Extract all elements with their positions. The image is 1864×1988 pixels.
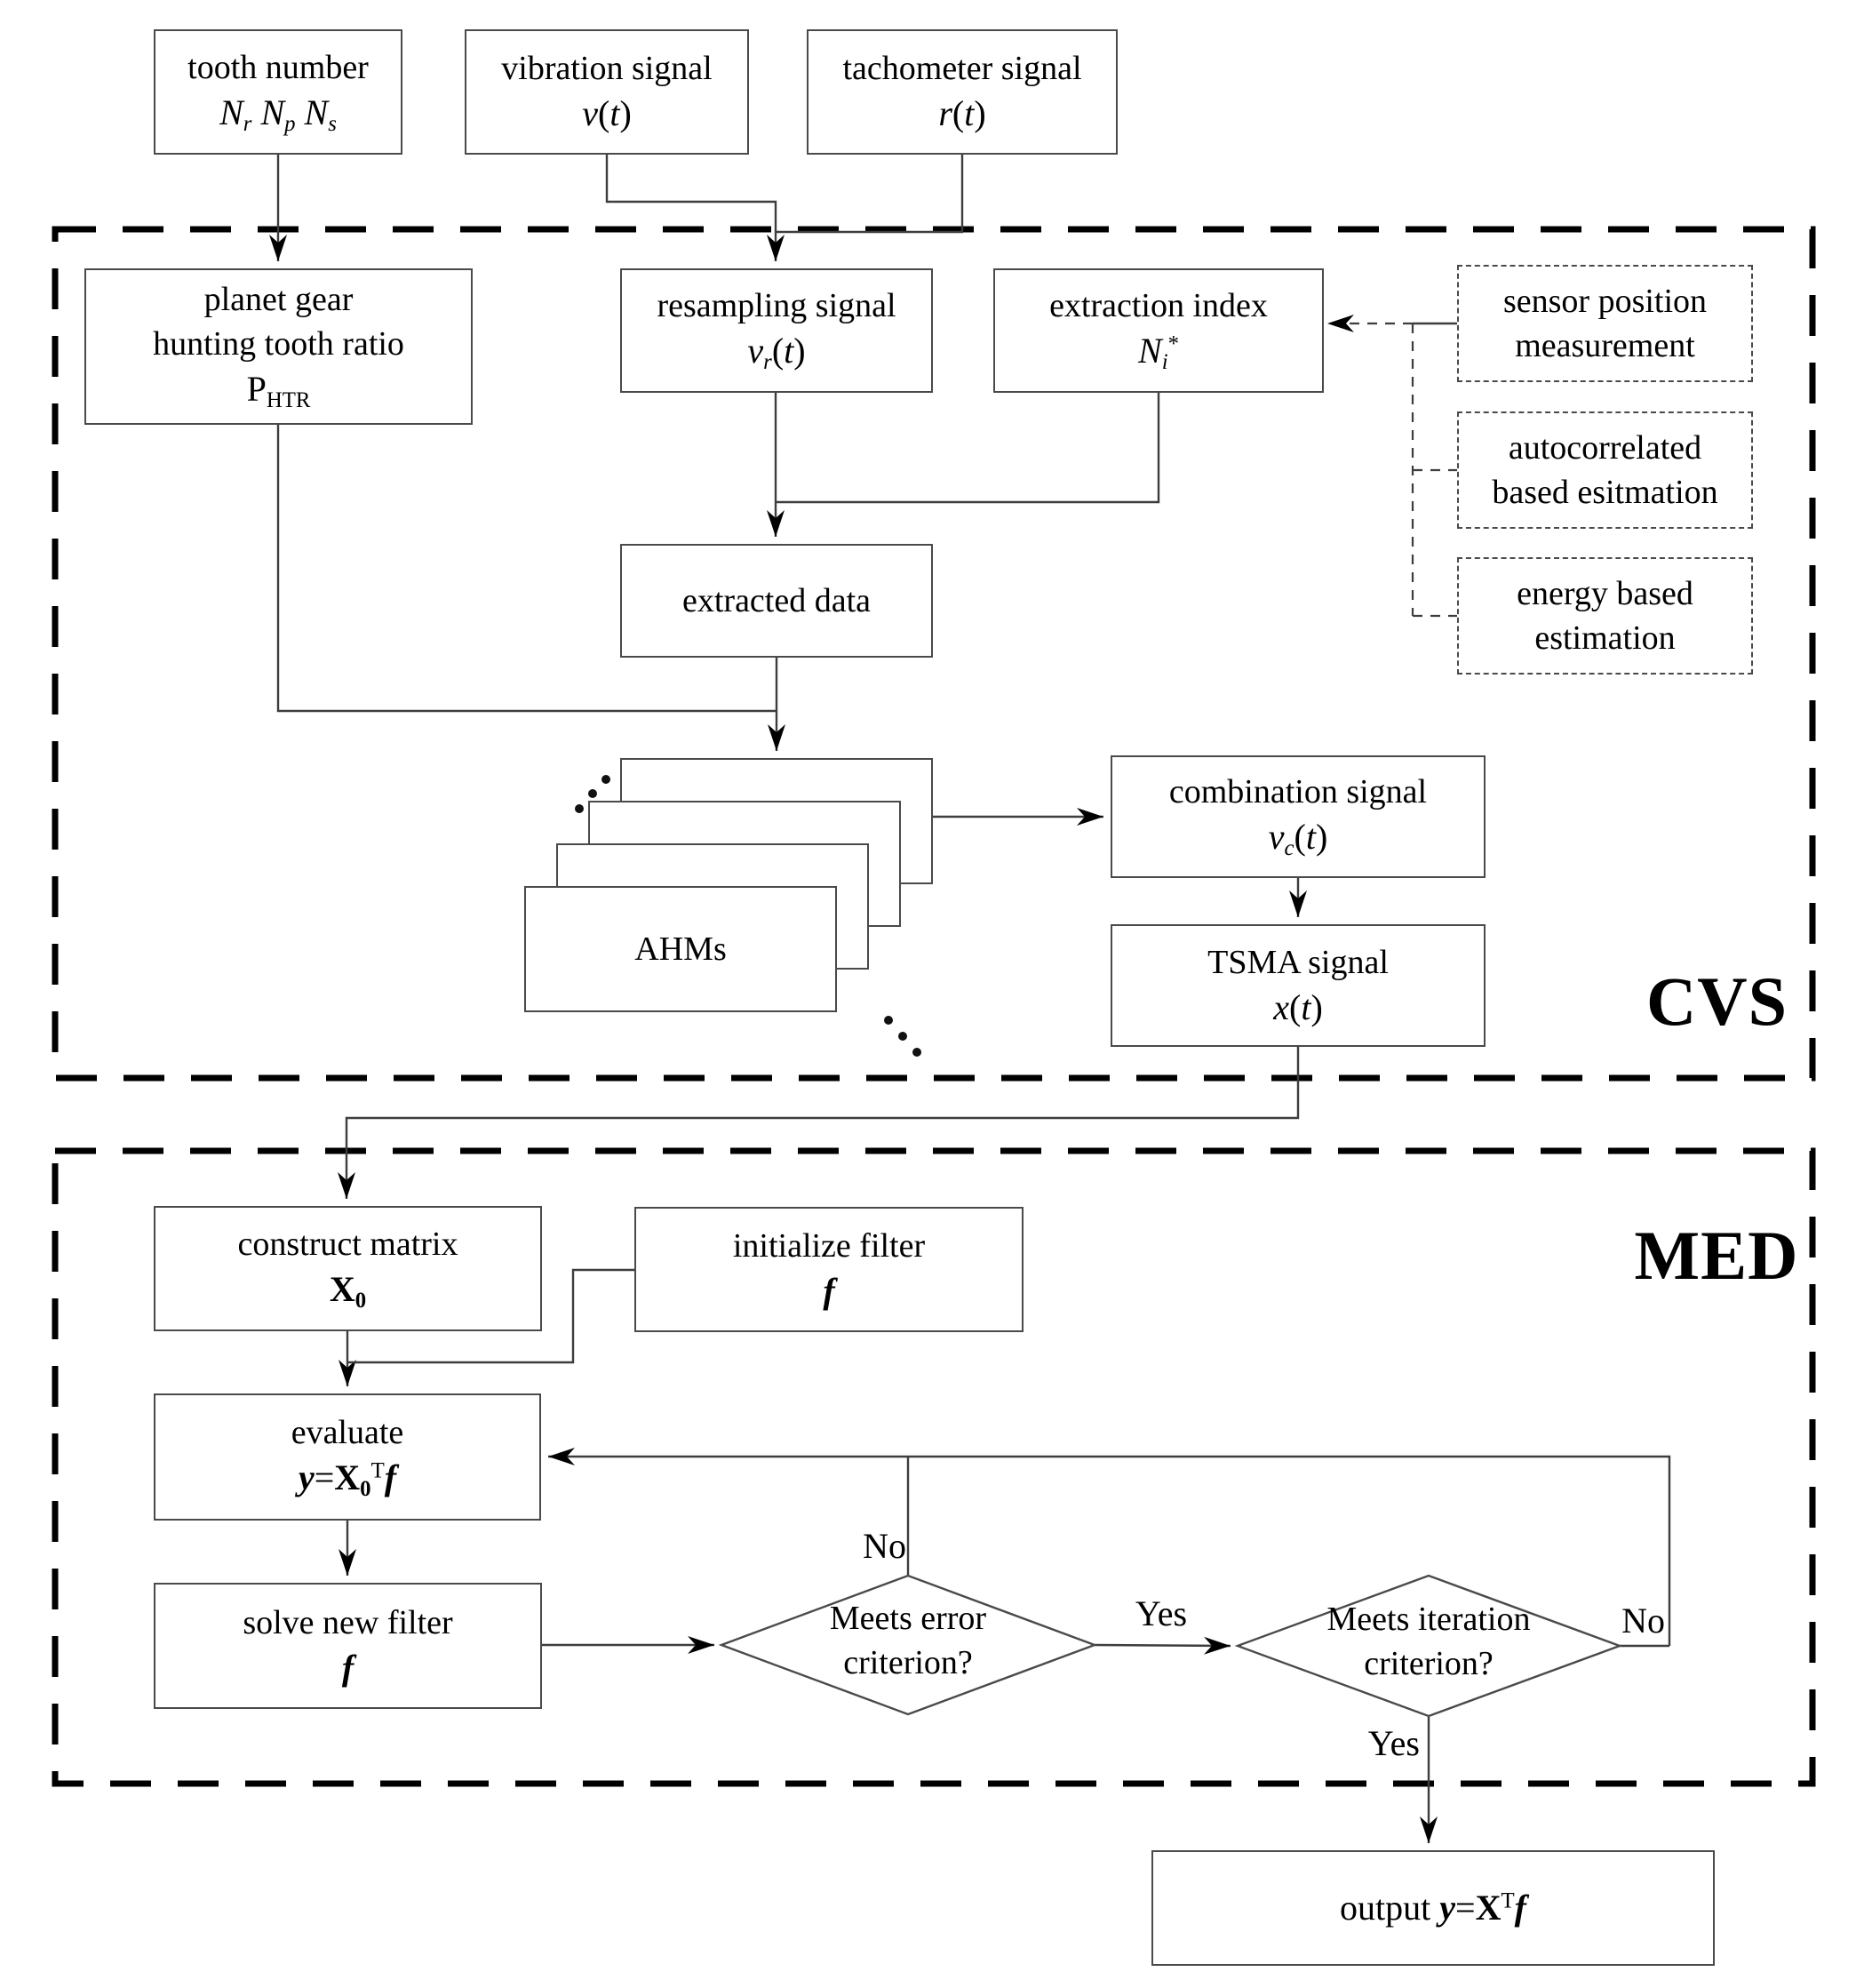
node-label: extracted data [681,581,872,619]
node-formula: y=X0Tf [298,1457,397,1501]
ahms-ellipsis-top-left [575,775,610,813]
node-initialize-filter: initialize filter f [634,1207,1024,1332]
cvs-section-label: CVS [1645,962,1788,1040]
node-construct-matrix: construct matrix X0 [154,1206,542,1331]
node-combination-signal: combination signal vc(t) [1111,755,1486,878]
node-tooth-number: tooth number Nr Np Ns [154,29,402,155]
node-tsma-signal: TSMA signal x(t) [1111,924,1486,1047]
node-label: AHMs [634,930,727,968]
edge-tsma-to-construct [338,1047,1300,1199]
node-formula: vc(t) [1268,817,1328,861]
node-solve-new-filter: solve new filter f [154,1583,542,1709]
iteration-criterion-text: Meets iteration criterion? [1251,1597,1606,1686]
node-tachometer-signal: tachometer signal r(t) [807,29,1118,155]
node-label: vibration signal [501,50,713,88]
node-label: Meets iteration [1326,1601,1531,1638]
node-planet-gear-htr: planet gear hunting tooth ratio PHTR [84,268,473,425]
node-label: extraction index [1049,287,1268,325]
node-label: evaluate [291,1413,404,1451]
edge-tachometer-join [777,155,964,234]
node-label: autocorrelated [1508,428,1702,467]
edge-initialize-join [347,1268,634,1364]
node-label: TSMA signal [1207,943,1389,981]
node-formula: vr(t) [747,331,806,375]
node-label: criterion? [1364,1645,1494,1683]
node-resampling-signal: resampling signal vr(t) [620,268,933,393]
node-label: tachometer signal [842,50,1082,88]
node-label: resampling signal [657,287,896,325]
node-evaluate: evaluate y=X0Tf [154,1393,541,1521]
node-formula: f [823,1271,835,1312]
error-criterion-text: Meets error criterion? [730,1596,1086,1685]
node-label: combination signal [1168,773,1428,811]
node-label: planet gear [203,281,354,319]
node-label: energy based [1517,574,1693,612]
node-label: solve new filter [243,1603,453,1641]
error-criterion-diamond [718,1574,1098,1716]
edge-label-yes-error: Yes [1135,1593,1188,1633]
node-label: estimation [1534,619,1676,657]
iteration-criterion-diamond [1234,1574,1623,1718]
node-label: hunting tooth ratio [153,325,404,363]
node-autocorrelated-estimation: autocorrelated based esitmation [1457,411,1753,529]
node-sensor-position-measurement: sensor position measurement [1457,265,1753,382]
node-extracted-data: extracted data [620,544,933,658]
node-extraction-index: extraction index Ni* [993,268,1324,393]
node-formula: output y=XTf [1340,1887,1526,1928]
node-formula: r(t) [938,93,986,134]
node-label: criterion? [843,1644,973,1682]
med-section-label: MED [1634,1217,1799,1294]
node-label: based esitmation [1492,474,1718,511]
edge-planet-join [276,425,776,713]
node-formula: f [341,1647,354,1688]
cvs-section-border [52,226,1816,1082]
node-formula: X0 [329,1268,367,1313]
edge-return-to-evaluate [548,1448,1671,1646]
med-section-border [52,1147,1816,1787]
node-energy-based-estimation: energy based estimation [1457,557,1753,675]
edge-label-no-error: No [863,1526,906,1566]
edge-extraction-join [777,393,1160,504]
node-formula: PHTR [246,369,311,413]
edge-vibration-to-resampling [605,155,785,261]
node-label: sensor position [1502,282,1708,320]
node-vibration-signal: vibration signal v(t) [465,29,749,155]
node-formula: v(t) [582,93,632,134]
node-label: initialize filter [732,1227,926,1265]
node-formula: Nr Np Ns [219,92,337,136]
edge-label-no-iteration: No [1621,1601,1665,1641]
edge-error-yes-to-iteration [1094,1636,1231,1655]
node-formula: Ni* [1138,331,1179,375]
node-label: tooth number [187,48,369,86]
node-label: Meets error [829,1600,987,1637]
edge-label-yes-iteration: Yes [1367,1723,1420,1763]
node-output: output y=XTf [1151,1850,1715,1966]
node-ahms: AHMs [524,886,837,1012]
node-label: construct matrix [237,1225,458,1263]
node-formula: x(t) [1273,986,1323,1027]
node-label: measurement [1515,327,1695,364]
ahms-ellipsis-bottom-right [884,1016,921,1057]
